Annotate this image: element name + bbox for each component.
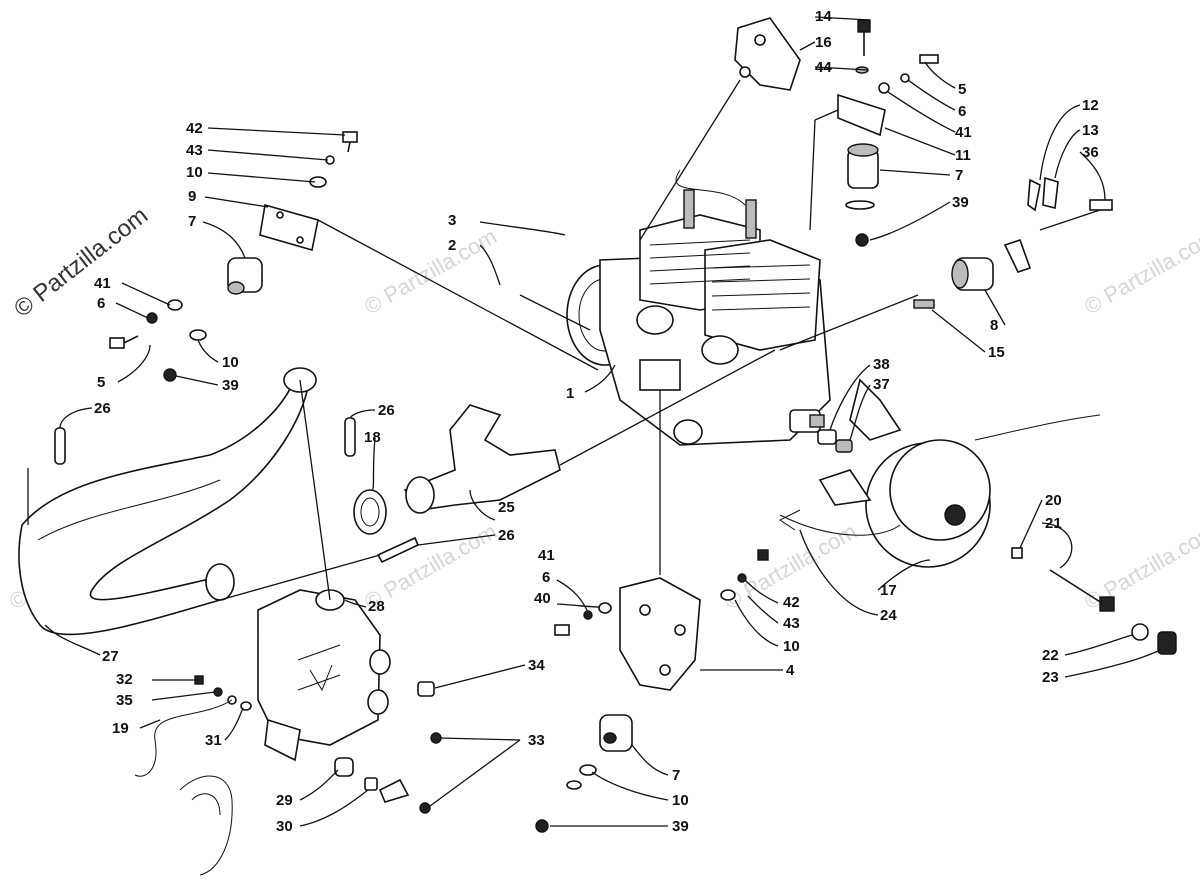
watermark-faint-2: © Partzilla.com — [1080, 224, 1200, 320]
callout-21: 21 — [1045, 515, 1062, 532]
engine-assembly — [566, 169, 831, 446]
callout-labels: 1 2 3 4 5 5 6 6 6 7 7 7 8 9 10 10 10 10 … — [94, 8, 1099, 835]
callout-1: 1 — [566, 385, 574, 402]
callout-28: 28 — [368, 598, 385, 615]
callout-31: 31 — [205, 732, 222, 749]
watermark-main: © Partzilla.com — [9, 202, 153, 323]
callout-41-bottom: 41 — [538, 547, 555, 564]
callout-6-bottom: 6 — [542, 569, 550, 586]
top-mount-hardware — [734, 17, 939, 247]
callout-26-mid: 26 — [378, 402, 395, 419]
callout-26-lower: 26 — [498, 527, 515, 544]
callout-25: 25 — [498, 499, 515, 516]
callout-6-left: 6 — [97, 295, 105, 312]
callout-40: 40 — [534, 590, 551, 607]
callout-5-right: 5 — [958, 81, 966, 98]
callout-23: 23 — [1042, 669, 1059, 686]
callout-22: 22 — [1042, 647, 1059, 664]
callout-43-left: 43 — [186, 142, 203, 159]
callout-34: 34 — [528, 657, 545, 674]
callout-10-lower: 10 — [672, 792, 689, 809]
callout-29: 29 — [276, 792, 293, 809]
callout-2: 2 — [448, 237, 456, 254]
callout-39-right: 39 — [952, 194, 969, 211]
callout-7-left: 7 — [188, 213, 196, 230]
callout-38: 38 — [873, 356, 890, 373]
callout-10-topleft: 10 — [186, 164, 203, 181]
callout-26-left: 26 — [94, 400, 111, 417]
callout-12: 12 — [1082, 97, 1099, 114]
callout-33: 33 — [528, 732, 545, 749]
callout-6-right: 6 — [958, 103, 966, 120]
callout-leaders — [27, 16, 1161, 827]
callout-15: 15 — [988, 344, 1005, 361]
callout-10-midleft: 10 — [222, 354, 239, 371]
callout-30: 30 — [276, 818, 293, 835]
exhaust-system — [18, 367, 561, 876]
callout-42-left: 42 — [186, 120, 203, 137]
callout-13: 13 — [1082, 122, 1099, 139]
callout-43-bottom: 43 — [783, 615, 800, 632]
callout-7-right: 7 — [955, 167, 963, 184]
callout-10-bottom: 10 — [783, 638, 800, 655]
callout-3: 3 — [448, 212, 456, 229]
assembly-lines — [219, 79, 1101, 601]
callout-41-right: 41 — [955, 124, 972, 141]
callout-41-left: 41 — [94, 275, 111, 292]
bottom-mount-hardware — [535, 549, 769, 833]
callout-14: 14 — [815, 8, 832, 25]
watermark-faint-1: © Partzilla.com — [360, 224, 501, 320]
callout-24: 24 — [880, 607, 897, 624]
callout-19: 19 — [112, 720, 129, 737]
callout-42-bottom: 42 — [783, 594, 800, 611]
callout-37: 37 — [873, 376, 890, 393]
callout-35: 35 — [116, 692, 133, 709]
callout-5-left: 5 — [97, 374, 105, 391]
callout-36: 36 — [1082, 144, 1099, 161]
callout-9: 9 — [188, 188, 196, 205]
left-mount-hardware — [109, 131, 358, 382]
callout-17: 17 — [880, 582, 897, 599]
callout-44: 44 — [815, 59, 832, 76]
callout-39-left: 39 — [222, 377, 239, 394]
callout-8: 8 — [990, 317, 998, 334]
drive-clutch-assembly — [779, 378, 1177, 655]
callout-20: 20 — [1045, 492, 1062, 509]
callout-7-bottom: 7 — [672, 767, 680, 784]
callout-18: 18 — [364, 429, 381, 446]
callout-27: 27 — [102, 648, 119, 665]
callout-11: 11 — [955, 147, 971, 164]
callout-16: 16 — [815, 34, 832, 51]
callout-4: 4 — [786, 662, 795, 679]
callout-32: 32 — [116, 671, 133, 688]
callout-39-bottom: 39 — [672, 818, 689, 835]
right-mount-hardware — [913, 176, 1113, 309]
